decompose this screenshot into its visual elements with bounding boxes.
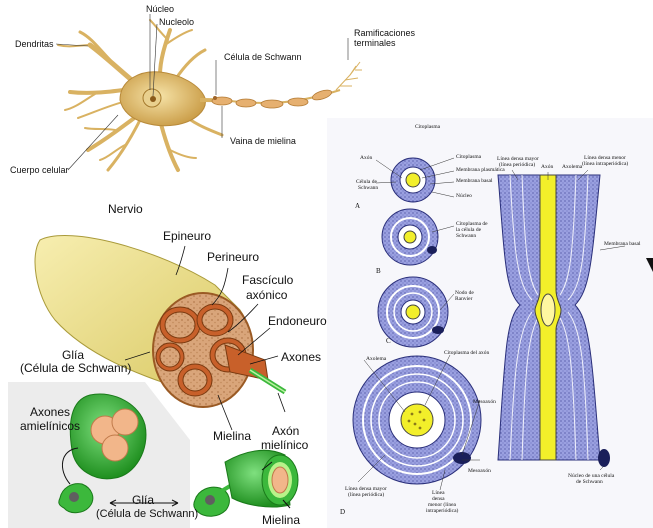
mg-label-axolema: Axolema	[366, 357, 386, 363]
label-axones-amielinicos: Axones	[30, 406, 70, 420]
mg-label-schwann: Schwann	[358, 186, 378, 192]
mg-label-membrana-basal: Membrana basal	[456, 179, 493, 185]
label-glia-bottom: Glía	[132, 494, 154, 508]
mg-label-citoplasma-a: Citoplasma	[456, 155, 481, 161]
label-terminales: terminales	[354, 39, 396, 48]
label-vaina-mielina: Vaina de mielina	[230, 137, 296, 146]
mg-label-B: B	[376, 268, 381, 275]
label-endoneuro: Endoneuro	[268, 315, 327, 329]
label-mielinico: mielínico	[261, 439, 308, 453]
mg-label-mesoaxon-2: Mesoaxón	[468, 469, 491, 475]
mg-label-axon: Axón	[360, 156, 372, 162]
label-axon-mielinico: Axón	[272, 425, 299, 439]
mg-label-r-nucleo-2: de Schwann	[576, 480, 603, 486]
mg-label-linea-menor-4: intraperiódica)	[426, 509, 458, 515]
mg-label-citoplasma-top: Citoplasma	[415, 125, 440, 131]
mg-label-ranvier: Ranvier	[455, 297, 472, 303]
mg-label-membrana-plasmatica: Membrana plasmática	[456, 168, 505, 174]
mg-label-D: D	[340, 509, 345, 516]
mg-label-r-linea-menor-2: (línea intraperiódica)	[582, 162, 628, 168]
label-epineuro: Epineuro	[163, 230, 211, 244]
label-cuerpo-celular: Cuerpo celular	[10, 166, 69, 175]
mg-label-r-axolema: Axolema	[562, 165, 582, 171]
label-amielinicos: amielínicos	[20, 420, 80, 434]
label-glia-schwann: (Célula de Schwann)	[20, 362, 131, 376]
mg-label-r-membrana-basal: Membrana basal	[604, 242, 641, 248]
mg-label-linea-mayor-2: (línea periódica)	[348, 493, 384, 499]
mg-label-mesoaxon-1: Mesoaxón	[473, 400, 496, 406]
label-perineuro: Perineuro	[207, 251, 259, 265]
label-mielina: Mielina	[213, 430, 251, 444]
label-ramificaciones: Ramificaciones	[354, 29, 415, 38]
label-fasciculo: Fascículo	[242, 274, 293, 288]
label-axones: Axones	[281, 351, 321, 365]
mg-label-r-axon: Axón	[541, 165, 553, 171]
label-nucleo: Núcleo	[146, 5, 174, 14]
label-glia-schwann-bottom: (Célula de Schwann)	[96, 508, 198, 521]
label-nucleolo: Nucleolo	[159, 18, 194, 27]
mg-label-nucleo: Núcleo	[456, 194, 472, 200]
mg-label-A: A	[355, 203, 360, 210]
neuron-illustration	[56, 14, 362, 170]
mg-label-citoplasma-celula-3: Schwann	[456, 234, 476, 240]
label-mielina-bottom: Mielina	[262, 514, 300, 528]
label-celula-schwann: Célula de Schwann	[224, 53, 302, 62]
mg-label-citoplasma-axon: Citoplasma del axón	[444, 351, 489, 357]
label-axonico: axónico	[246, 289, 287, 303]
nerve-title: Nervio	[108, 203, 143, 217]
label-dendritas: Dendritas	[15, 40, 54, 49]
mg-label-r-linea-mayor-2: (línea periódica)	[499, 163, 535, 169]
mg-label-C: C	[386, 338, 391, 345]
